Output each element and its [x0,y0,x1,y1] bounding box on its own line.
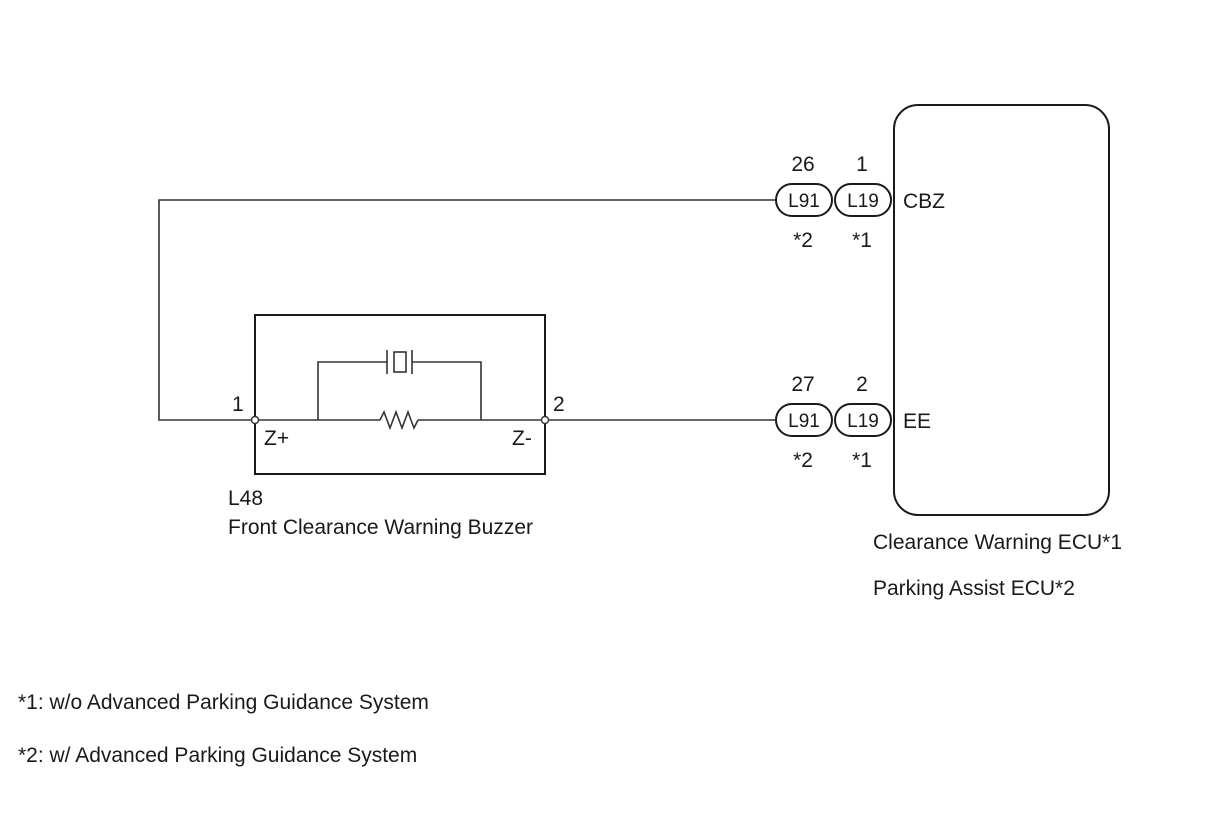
connector-bottom-l91 [775,403,833,437]
ecu-name-clearance-warning: Clearance Warning ECU*1 [873,531,1122,554]
connector-top-l91-note: *2 [793,229,813,252]
connector-top-l19-note: *1 [852,229,872,252]
connector-top-l91-pin: 26 [791,153,814,176]
buzzer-name: Front Clearance Warning Buzzer [228,516,533,539]
footnote-1: *1: w/o Advanced Parking Guidance System [18,691,429,714]
ecu-name-parking-assist: Parking Assist ECU*2 [873,577,1075,600]
ecu-terminal-cbz: CBZ [903,190,945,213]
buzzer-box [254,314,546,475]
buzzer-terminal-zminus: Z- [512,427,532,450]
connector-bottom-l91-code: L91 [788,411,820,432]
connector-bottom-l19-code: L19 [847,411,879,432]
connector-bottom-l19 [834,403,892,437]
ecu-box [893,104,1110,516]
connector-bottom-l91-note: *2 [793,449,813,472]
buzzer-code: L48 [228,487,263,510]
resistor-symbol [379,409,419,431]
connector-bottom-l91-pin: 27 [791,373,814,396]
crystal-body [393,351,407,373]
connector-top-l91-code: L91 [788,191,820,212]
buzzer-pin-2-label: 2 [553,393,565,416]
buzzer-pin-2-dot [540,415,550,425]
buzzer-internal-circuit [255,350,545,431]
footnote-2: *2: w/ Advanced Parking Guidance System [18,744,417,767]
connector-top-l19-pin: 1 [856,153,868,176]
connector-bottom-l19-pin: 2 [856,373,868,396]
buzzer-terminal-zplus: Z+ [264,427,289,450]
buzzer-pin-1-label: 1 [232,393,244,416]
wire-cbz [158,199,776,421]
buzzer-pin-1-dot [250,415,260,425]
connector-top-l91 [775,183,833,217]
connector-bottom-l19-note: *1 [852,449,872,472]
ecu-terminal-ee: EE [903,410,931,433]
connector-top-l19 [834,183,892,217]
connector-top-l19-code: L19 [847,191,879,212]
